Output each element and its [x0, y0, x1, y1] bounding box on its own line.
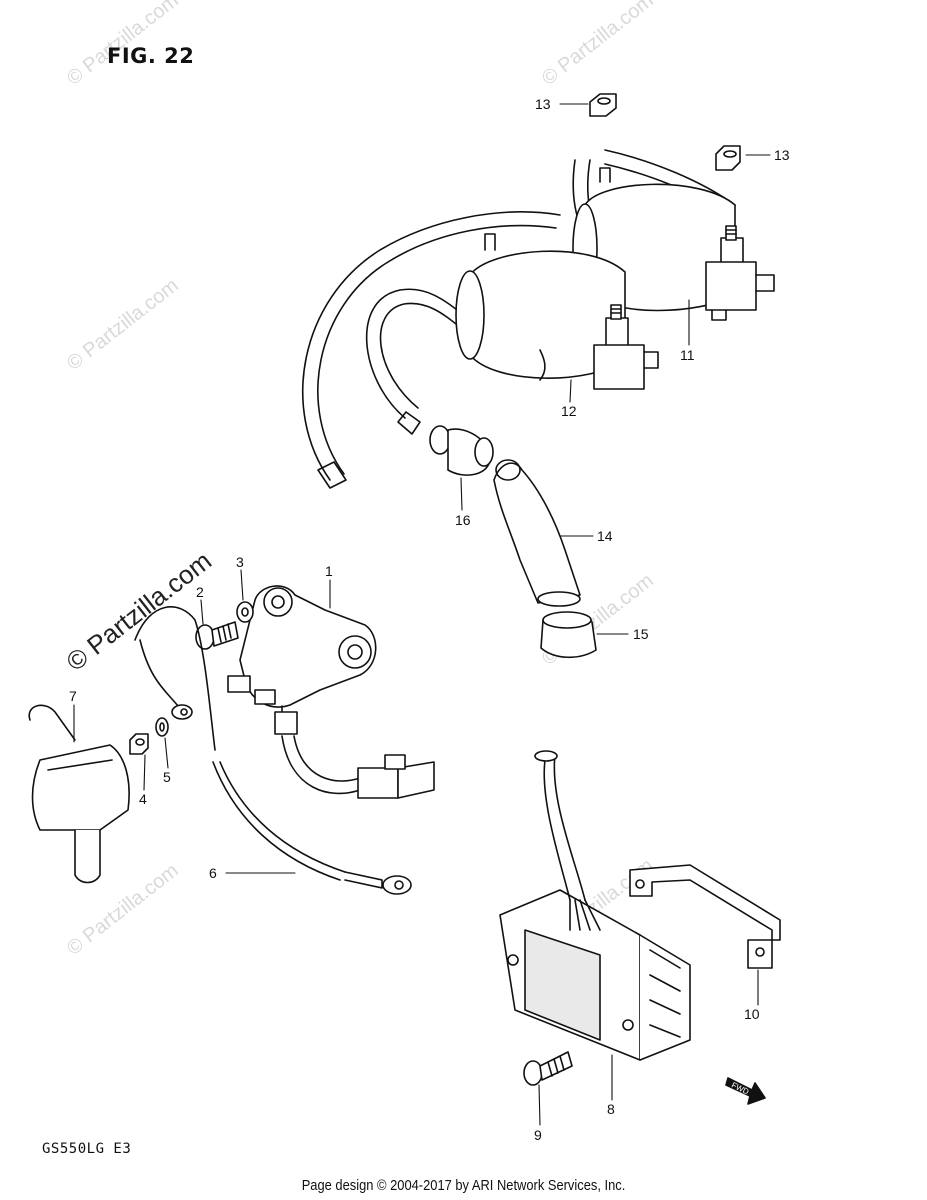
callout-7: 7 [69, 688, 77, 704]
callout-3: 3 [236, 554, 244, 570]
spark-plug-cap-14 [493, 459, 581, 607]
battery-lead [134, 606, 216, 751]
callout-leaders [73, 103, 771, 1126]
callout-6: 6 [209, 865, 217, 881]
callout-15: 15 [633, 626, 649, 642]
plug-cover-15 [540, 611, 597, 659]
ignition-coil-12 [455, 233, 659, 390]
callout-4: 4 [139, 791, 147, 807]
grommet-16 [429, 425, 494, 476]
nut-13 [589, 93, 617, 117]
high-tension-lead [302, 211, 561, 489]
regulator-rectifier-8 [499, 750, 691, 1061]
high-tension-lead [366, 288, 471, 435]
nut-4 [129, 733, 149, 755]
callout-12: 12 [561, 403, 577, 419]
callout-14: 14 [597, 528, 613, 544]
washer-5 [155, 717, 169, 737]
callout-10: 10 [744, 1006, 760, 1022]
figure-title: FIG. 22 [107, 44, 195, 68]
fwd-arrow-icon: FWD [725, 1077, 766, 1105]
callout-16: 16 [455, 512, 471, 528]
fwd-label: FWD [730, 1080, 751, 1096]
cable-6 [212, 761, 412, 895]
bracket-10 [629, 864, 781, 969]
washer-3 [236, 601, 254, 623]
callout-9: 9 [534, 1127, 542, 1143]
callout-5: 5 [163, 769, 171, 785]
callout-13: 13 [774, 147, 790, 163]
bolt-2 [195, 621, 239, 650]
callout-11: 11 [680, 347, 695, 363]
screw-9 [523, 1051, 573, 1086]
callout-13: 13 [535, 96, 551, 112]
nut-13 [715, 145, 741, 171]
page-footer: Page design © 2004-2017 by ARI Network S… [301, 1177, 626, 1194]
relay-wire-harness [281, 735, 435, 799]
callout-8: 8 [607, 1101, 615, 1117]
callout-2: 2 [196, 584, 204, 600]
model-code: GS550LG E3 [42, 1141, 132, 1157]
callout-1: 1 [325, 563, 333, 579]
starter-relay-1 [227, 585, 377, 735]
callout-numbers: 1 2 3 4 5 6 7 8 9 10 11 12 13 13 14 15 1… [69, 96, 790, 1143]
boot-7 [28, 704, 130, 884]
